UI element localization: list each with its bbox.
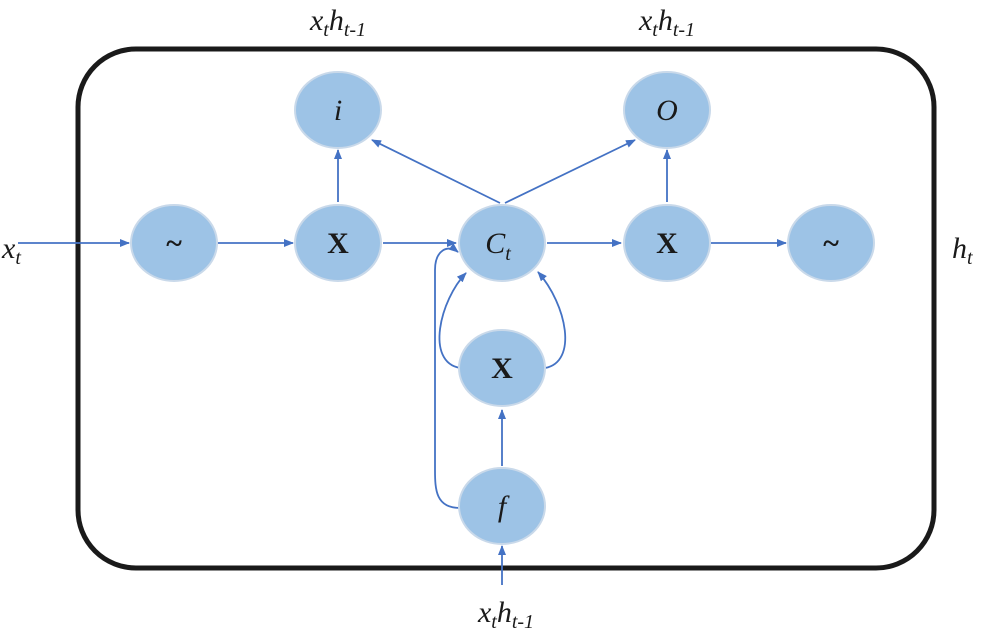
edge-mult-center-left-to-cell bbox=[438, 272, 467, 369]
output-label: ht bbox=[952, 232, 973, 269]
tilde-right-label: ~ bbox=[823, 227, 839, 260]
tilde-left-node: ~ bbox=[130, 204, 218, 282]
tilde-right-node: ~ bbox=[787, 204, 875, 282]
edge-cell-to-output-gate bbox=[504, 139, 636, 204]
mult-left-label: X bbox=[327, 227, 349, 260]
mult-center-node: X bbox=[458, 329, 546, 407]
input-gate-label: i bbox=[334, 94, 342, 127]
mult-right-node: X bbox=[623, 204, 711, 282]
cell-boundary bbox=[75, 46, 937, 571]
bottom-label: xtht-1 bbox=[477, 596, 534, 633]
tilde-left-label: ~ bbox=[166, 227, 182, 260]
edge-cell-to-input-gate bbox=[371, 139, 501, 204]
mult-right-label: X bbox=[656, 227, 678, 260]
output-gate-node: O bbox=[623, 71, 711, 149]
cell-state-node: Ct bbox=[458, 204, 546, 282]
output-gate-label: O bbox=[656, 94, 678, 127]
forget-gate-node: f bbox=[458, 467, 546, 545]
top-right-label: xtht-1 bbox=[638, 4, 695, 41]
input-label: xt bbox=[1, 232, 21, 269]
top-left-label: xtht-1 bbox=[309, 4, 366, 41]
input-gate-node: i bbox=[294, 71, 382, 149]
mult-center-label: X bbox=[491, 352, 513, 385]
mult-left-node: X bbox=[294, 204, 382, 282]
cell-state-main: C bbox=[485, 227, 506, 260]
cell-state-label: Ct bbox=[485, 227, 511, 265]
edge-forget-loop-to-cell bbox=[434, 243, 461, 509]
edge-mult-center-right-to-cell bbox=[537, 271, 567, 369]
cell-state-sub: t bbox=[505, 243, 511, 265]
